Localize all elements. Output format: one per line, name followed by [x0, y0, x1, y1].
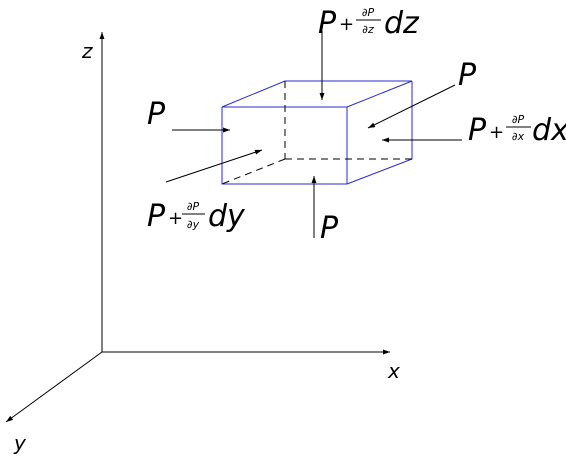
front-frac-num: ∂P [187, 200, 200, 213]
arrow-front-force [165, 149, 263, 183]
right-plus: + [489, 122, 504, 143]
cube-top-face [221, 80, 413, 108]
right-frac-num: ∂P [512, 113, 525, 126]
fluid-element-cube [221, 80, 413, 185]
coordinate-axes [5, 32, 390, 423]
front-d: dy [208, 199, 246, 234]
x-axis-label: x [387, 359, 400, 383]
hidden-edge-depth [221, 158, 286, 185]
y-axis [5, 351, 103, 423]
top-P: P [318, 6, 337, 41]
label-front-force: P + ∂P ∂y dy [147, 199, 246, 234]
right-frac-den: ∂x [512, 130, 525, 143]
front-frac-den: ∂y [187, 218, 200, 231]
label-left-force: P [147, 97, 166, 132]
cube-hidden-edges [221, 81, 412, 185]
top-frac-num: ∂P [362, 6, 375, 19]
right-P: P [468, 113, 487, 148]
z-axis-label: z [81, 39, 93, 63]
top-d: dz [384, 6, 420, 41]
force-arrows [165, 30, 462, 238]
label-bottom-force: P [320, 211, 339, 246]
top-frac-den: ∂z [362, 23, 374, 36]
front-P: P [147, 199, 166, 234]
cube-right-face [346, 81, 413, 185]
front-plus: + [168, 208, 183, 229]
label-back-force: P [458, 58, 477, 93]
right-d: dx [532, 113, 566, 148]
label-right-force: P + ∂P ∂x dx [468, 113, 566, 148]
arrow-back-force [367, 84, 456, 129]
label-top-force: P + ∂P ∂z dz [318, 6, 420, 41]
y-axis-label: y [13, 431, 27, 455]
top-plus: + [339, 14, 354, 35]
